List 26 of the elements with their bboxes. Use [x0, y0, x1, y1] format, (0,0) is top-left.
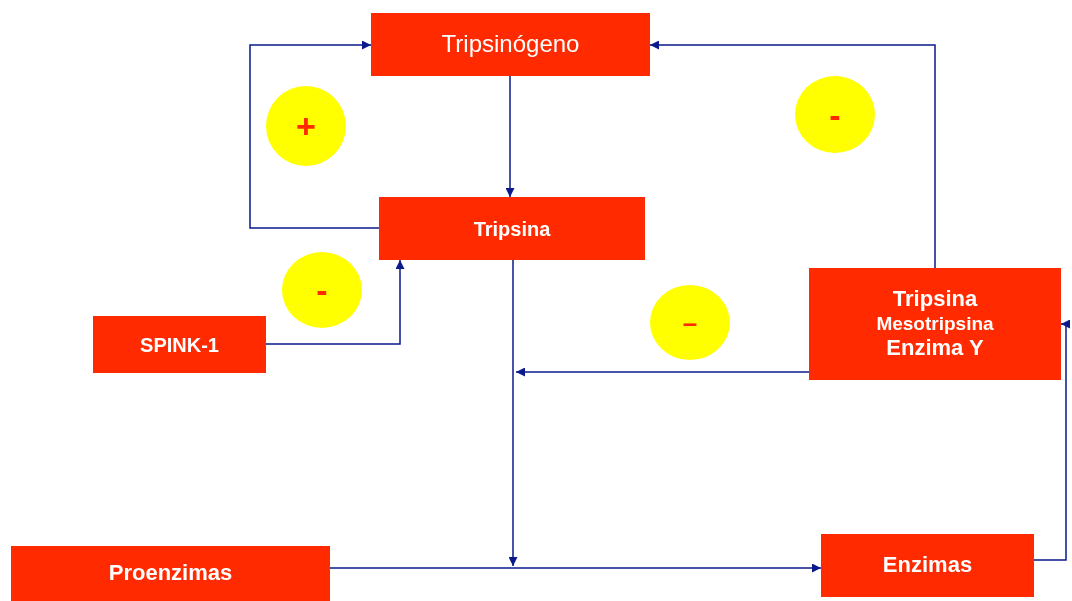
sign-label: - — [316, 273, 328, 307]
process-box — [11, 546, 330, 601]
sign-label: + — [296, 109, 316, 143]
arrow — [329, 563, 822, 573]
arrow — [249, 40, 380, 229]
sign-label: – — [682, 309, 698, 336]
process-box — [821, 534, 1034, 597]
arrow — [515, 367, 810, 377]
box-label: Enzima Y — [886, 335, 984, 362]
box-label: Mesotripsina — [876, 312, 994, 336]
arrow — [1033, 319, 1070, 561]
arrow — [649, 40, 936, 269]
box-label: Proenzimas — [108, 560, 233, 587]
process-box — [93, 316, 266, 373]
process-box — [379, 197, 645, 260]
box-label: Tripsina — [473, 216, 551, 241]
box-label: Tripsina — [892, 286, 978, 313]
sign-label: - — [829, 97, 841, 132]
arrow — [508, 259, 518, 567]
box-label: Tripsinógeno — [441, 30, 580, 59]
box-label: SPINK-1 — [140, 332, 219, 357]
arrow — [505, 75, 515, 198]
process-box — [809, 268, 1061, 380]
box-label: Enzimas — [882, 552, 973, 579]
process-box — [371, 13, 650, 76]
arrow — [265, 259, 405, 345]
